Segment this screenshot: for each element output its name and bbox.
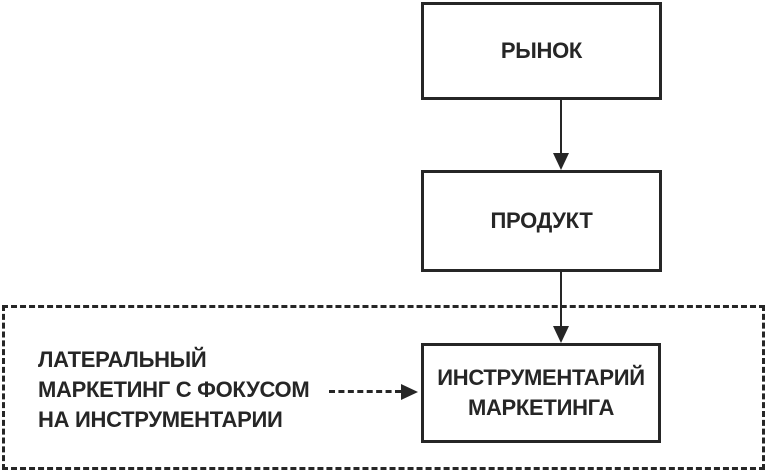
product-box-label: ПРОДУКТ (490, 208, 593, 233)
marketing-tools-box: ИНСТРУМЕНТАРИЙ МАРКЕТИНГА (421, 343, 661, 443)
market-box-label: РЫНОК (500, 38, 583, 63)
arrowhead-down-icon (553, 326, 569, 343)
product-box: ПРОДУКТ (421, 170, 662, 272)
lateral-arrow-dashed-line (329, 390, 401, 393)
arrow-product-to-tools-line (560, 272, 562, 328)
lateral-marketing-label-line1: ЛАТЕРАЛЬНЫЙ (38, 347, 207, 372)
lateral-marketing-label-line2: МАРКЕТИНГ С ФОКУСОМ (38, 377, 310, 402)
market-box: РЫНОК (421, 2, 662, 100)
lateral-marketing-label: ЛАТЕРАЛЬНЫЙ МАРКЕТИНГ С ФОКУСОМ НА ИНСТР… (38, 345, 310, 435)
arrowhead-down-icon (553, 153, 569, 170)
arrowhead-right-icon (401, 384, 418, 400)
marketing-tools-box-label: ИНСТРУМЕНТАРИЙ МАРКЕТИНГА (437, 365, 645, 420)
arrow-market-to-product-line (560, 100, 562, 155)
lateral-marketing-group-outline (2, 305, 765, 470)
lateral-marketing-label-line3: НА ИНСТРУМЕНТАРИИ (38, 407, 283, 432)
